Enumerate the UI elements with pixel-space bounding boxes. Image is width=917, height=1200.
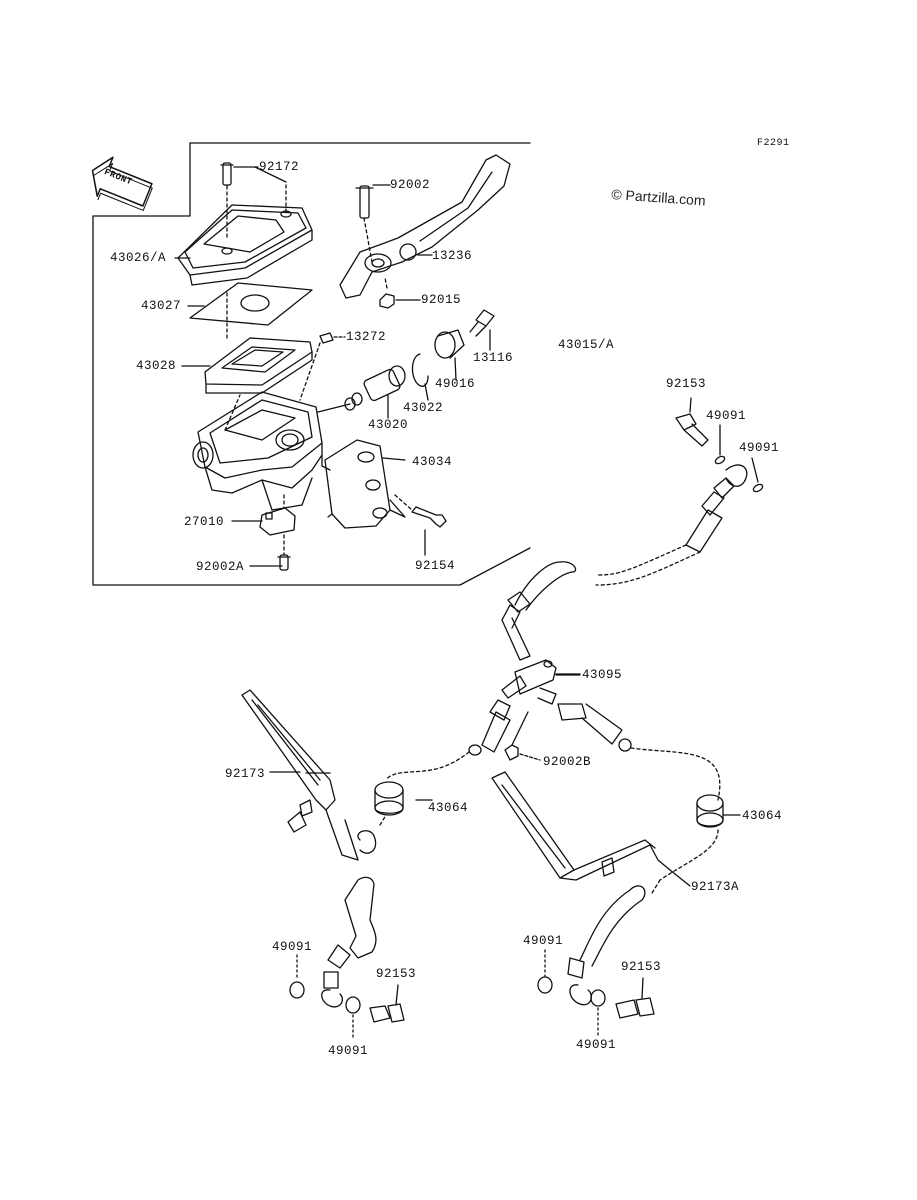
part-label-43020[interactable]: 43020 [368, 418, 409, 432]
part-label-92015[interactable]: 92015 [421, 293, 462, 307]
hose-left-lower [321, 814, 387, 1008]
part-label-43028[interactable]: 43028 [136, 359, 177, 373]
part-label-43022[interactable]: 43022 [403, 401, 444, 415]
bracket-92173A [491, 771, 691, 887]
part-label-43015A[interactable]: 43015/A [558, 338, 615, 352]
piston-43020 [317, 365, 406, 419]
part-label-92173A[interactable]: 92173A [691, 880, 740, 894]
part-label-43034[interactable]: 43034 [412, 455, 453, 469]
part-label-43064-right[interactable]: 43064 [742, 809, 783, 823]
front-arrow-icon [91, 156, 153, 211]
part-label-92172[interactable]: 92172 [259, 160, 300, 174]
part-label-43026A[interactable]: 43026/A [110, 251, 167, 265]
hose-junction-right [557, 703, 721, 881]
hose-junction-left [385, 699, 511, 781]
group-frame [92, 142, 531, 586]
part-label-49091-br2[interactable]: 49091 [576, 1038, 617, 1052]
washer-49091-top2 [751, 457, 764, 493]
part-label-49091-top1[interactable]: 49091 [706, 409, 747, 423]
part-label-43095[interactable]: 43095 [582, 668, 623, 682]
part-label-92173[interactable]: 92173 [225, 767, 266, 781]
clamp-43034 [324, 439, 406, 529]
part-label-13272[interactable]: 13272 [346, 330, 387, 344]
part-label-92153-top[interactable]: 92153 [666, 377, 707, 391]
part-label-49091-br[interactable]: 49091 [523, 934, 564, 948]
brake-lever-43015A [339, 154, 511, 299]
screw-92002A [277, 554, 291, 571]
part-label-49091-top2[interactable]: 49091 [739, 441, 780, 455]
washer-49091-top1 [714, 424, 726, 465]
circlip-43022 [411, 353, 429, 401]
part-label-92002[interactable]: 92002 [390, 178, 431, 192]
washer-49091-bl [289, 954, 305, 999]
washer-49091-br [537, 949, 553, 994]
washer-49091-bl2 [345, 996, 361, 1041]
diaphragm-43028 [204, 337, 313, 394]
master-cylinder-body [192, 391, 331, 511]
switch-27010 [259, 494, 296, 556]
plate-43027 [189, 282, 313, 339]
part-label-92002A[interactable]: 92002A [196, 560, 245, 574]
reservoir-cap-43026A [177, 204, 313, 286]
screw-92172 [220, 162, 287, 239]
nut-92015 [379, 277, 421, 309]
boot-49016 [434, 329, 465, 381]
grommet-43064-right [696, 794, 741, 828]
bolt-13116 [469, 309, 495, 351]
part-label-92153-bl[interactable]: 92153 [376, 967, 417, 981]
leader-lines [174, 257, 581, 801]
part-label-92153-br[interactable]: 92153 [621, 960, 662, 974]
figure-code: F2291 [757, 138, 790, 149]
part-label-13236[interactable]: 13236 [432, 249, 473, 263]
hose-right-lower [567, 879, 661, 1006]
part-label-49091-bl[interactable]: 49091 [272, 940, 313, 954]
part-label-43064-left[interactable]: 43064 [428, 801, 469, 815]
bolt-92002 [355, 184, 391, 263]
part-label-49091-bl2[interactable]: 49091 [328, 1044, 369, 1058]
bracket-92173 [241, 689, 359, 861]
part-label-92154[interactable]: 92154 [415, 559, 456, 573]
upper-brake-hose [595, 464, 748, 586]
bolt-92002B [504, 711, 541, 761]
bolt-92154 [394, 494, 447, 556]
banjo-bolt-92153-bl [369, 984, 405, 1023]
hose-to-junction [501, 561, 577, 661]
grommet-43064-left [374, 781, 404, 816]
washer-49091-br2 [590, 989, 606, 1036]
part-label-92002B[interactable]: 92002B [543, 755, 592, 769]
part-label-43027[interactable]: 43027 [141, 299, 182, 313]
part-label-49016[interactable]: 49016 [435, 377, 476, 391]
part-13272 [299, 332, 346, 401]
junction-43095 [501, 659, 581, 705]
banjo-bolt-92153-top [675, 397, 709, 447]
part-label-13116[interactable]: 13116 [473, 351, 514, 365]
part-label-27010[interactable]: 27010 [184, 515, 225, 529]
banjo-bolt-92153-br [615, 977, 655, 1019]
